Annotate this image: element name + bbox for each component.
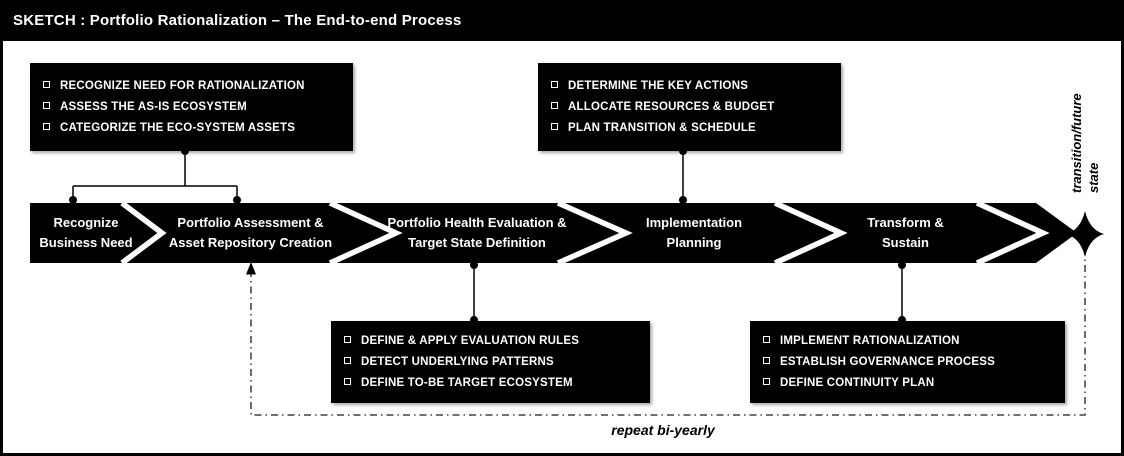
- callout-recognize-assess: RECOGNIZE NEED FOR RATIONALIZATION ASSES…: [30, 63, 353, 151]
- callout-implementation-planning: DETERMINE THE KEY ACTIONS ALLOCATE RESOU…: [538, 63, 841, 151]
- callout-list: RECOGNIZE NEED FOR RATIONALIZATION ASSES…: [43, 76, 353, 139]
- list-item: DEFINE TO-BE TARGET ECOSYSTEM: [344, 373, 650, 394]
- bullet-square-icon: [763, 335, 770, 343]
- repeat-loop-arrowhead-icon: [246, 262, 256, 275]
- list-item: DEFINE CONTINUITY PLAN: [763, 373, 1065, 394]
- future-state-star-icon: [1066, 211, 1104, 257]
- list-item: DETECT UNDERLYING PATTERNS: [344, 352, 650, 373]
- list-item: CATEGORIZE THE ECO-SYSTEM ASSETS: [43, 118, 353, 139]
- transition-future-state-label: transition/future state: [1069, 93, 1101, 193]
- bullet-square-icon: [763, 377, 770, 385]
- list-item: ALLOCATE RESOURCES & BUDGET: [551, 97, 841, 118]
- bullet-square-icon: [344, 356, 351, 364]
- bullet-square-icon: [551, 80, 558, 88]
- list-item: PLAN TRANSITION & SCHEDULE: [551, 118, 841, 139]
- list-item: DETERMINE THE KEY ACTIONS: [551, 76, 841, 97]
- diagram-title: SKETCH : Portfolio Rationalization – The…: [13, 12, 462, 29]
- bullet-square-icon: [43, 101, 50, 109]
- bullet-square-icon: [763, 356, 770, 364]
- bullet-square-icon: [344, 377, 351, 385]
- stage-transform-sustain: Transform & Sustain: [867, 214, 944, 250]
- bullet-square-icon: [344, 335, 351, 343]
- repeat-bi-yearly-label: repeat bi-yearly: [611, 422, 715, 438]
- callout-transform-sustain: IMPLEMENT RATIONALIZATION ESTABLISH GOVE…: [750, 321, 1065, 403]
- callout-health-evaluation: DEFINE & APPLY EVALUATION RULES DETECT U…: [331, 321, 650, 403]
- stage-portfolio-health-evaluation: Portfolio Health Evaluation & Target Sta…: [387, 214, 567, 250]
- title-bar: SKETCH : Portfolio Rationalization – The…: [0, 0, 1124, 41]
- stage-portfolio-assessment: Portfolio Assessment & Asset Repository …: [168, 214, 333, 250]
- stage-recognize-business-need: Recognize Business Need: [39, 214, 133, 250]
- stage-implementation-planning: Implementation Planning: [645, 214, 743, 250]
- bullet-square-icon: [43, 122, 50, 130]
- list-item: IMPLEMENT RATIONALIZATION: [763, 331, 1065, 352]
- bullet-square-icon: [551, 122, 558, 130]
- list-item: ASSESS THE AS-IS ECOSYSTEM: [43, 97, 353, 118]
- callout-list: DEFINE & APPLY EVALUATION RULES DETECT U…: [344, 331, 650, 394]
- list-item: DEFINE & APPLY EVALUATION RULES: [344, 331, 650, 352]
- list-item: ESTABLISH GOVERNANCE PROCESS: [763, 352, 1065, 373]
- list-item: RECOGNIZE NEED FOR RATIONALIZATION: [43, 76, 353, 97]
- callout-list: DETERMINE THE KEY ACTIONS ALLOCATE RESOU…: [551, 76, 841, 139]
- callout-list: IMPLEMENT RATIONALIZATION ESTABLISH GOVE…: [763, 331, 1065, 394]
- bullet-square-icon: [43, 80, 50, 88]
- bullet-square-icon: [551, 101, 558, 109]
